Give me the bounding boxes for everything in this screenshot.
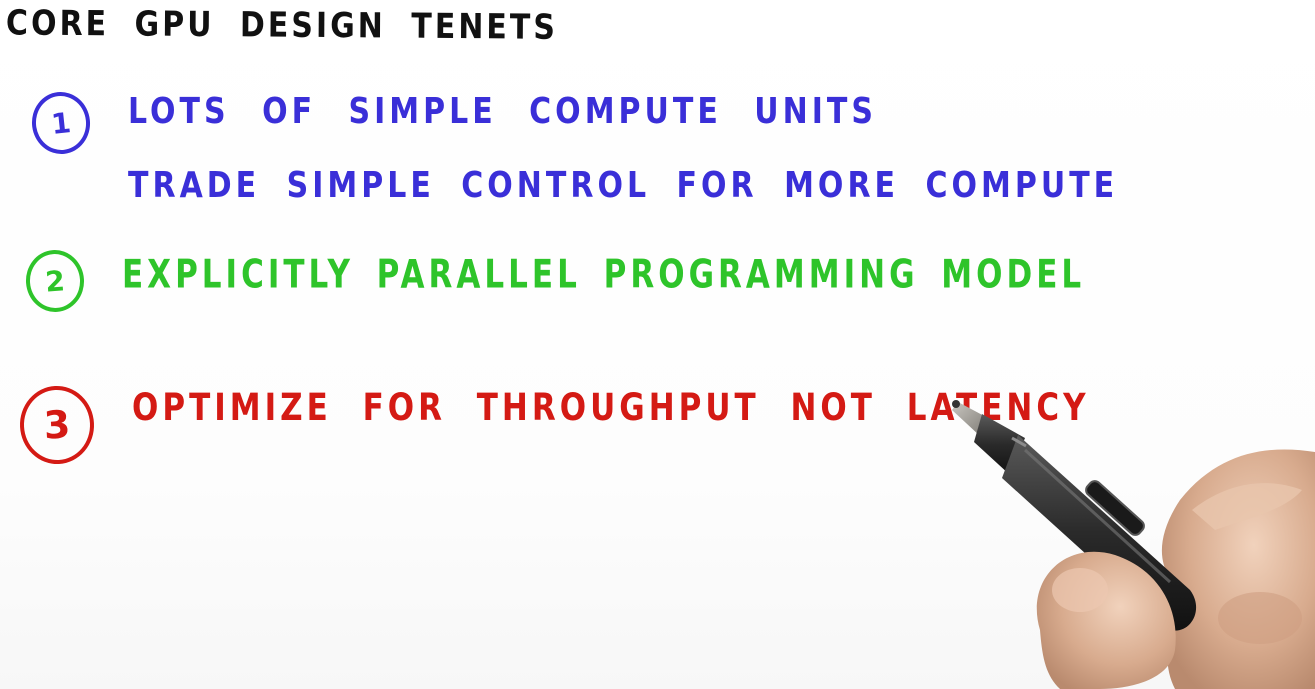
pen-stylus-icon — [952, 400, 1315, 689]
tenet-2-line-1: EXPLICITLY PARALLEL PROGRAMMING MODEL — [122, 252, 1086, 298]
tenet-3-number: 3 — [42, 402, 72, 448]
tenet-1-number-badge: 1 — [28, 89, 94, 157]
page-title: CORE GPU DESIGN TENETS — [5, 3, 559, 49]
tenet-1-line-1: LOTS OF SIMPLE COMPUTE UNITS — [128, 90, 877, 133]
hand-holding-pen — [1161, 449, 1315, 689]
tenet-3-line-1: OPTIMIZE FOR THROUGHPUT NOT LATENCY — [132, 386, 1090, 430]
finger-over-pen — [1036, 551, 1176, 689]
tenet-2-number: 2 — [44, 263, 66, 299]
tenet-1-line-2: TRADE SIMPLE CONTROL FOR MORE COMPUTE — [128, 164, 1119, 207]
tenet-1-number: 1 — [49, 105, 73, 141]
tenet-2-number-badge: 2 — [23, 248, 87, 314]
tenet-3-number-badge: 3 — [18, 384, 96, 466]
